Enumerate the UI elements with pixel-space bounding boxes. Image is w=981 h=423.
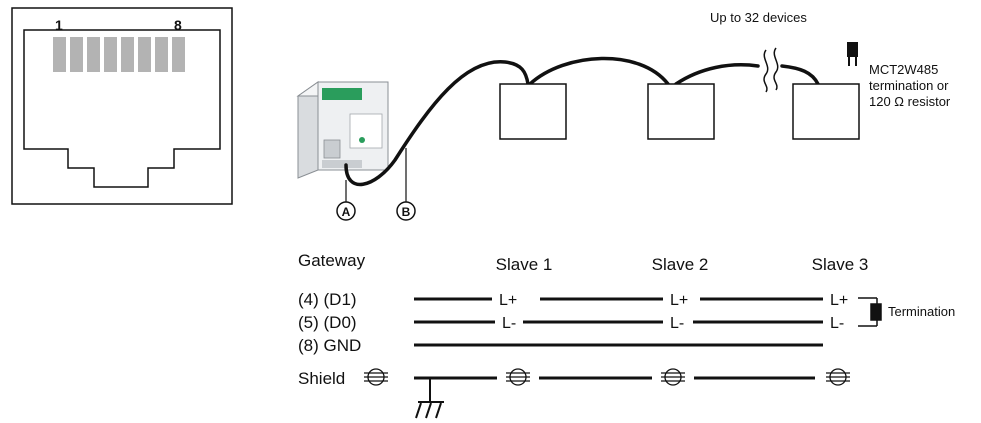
rj45-pin-label-last: 8 bbox=[174, 17, 182, 33]
ground-hatch bbox=[435, 402, 442, 419]
termination-resistor-body bbox=[870, 303, 882, 321]
callout-b-label: B bbox=[402, 205, 411, 219]
rj45-pin bbox=[70, 37, 83, 72]
callout-b: B bbox=[396, 148, 416, 221]
device-count-note: Up to 32 devices bbox=[710, 10, 807, 25]
slave-1-minus-terminal: L- bbox=[502, 315, 516, 332]
termination-note-line-2: termination or bbox=[869, 78, 949, 93]
callout-b-circle bbox=[396, 201, 416, 221]
line-label-shield: Shield bbox=[298, 369, 345, 388]
line-label-d0: (5) (D0) bbox=[298, 313, 357, 332]
slave-heading-1: Slave 1 bbox=[496, 255, 553, 274]
slave-box-3 bbox=[792, 83, 860, 140]
slave-heading-3: Slave 3 bbox=[812, 255, 869, 274]
gateway-heading: Gateway bbox=[298, 251, 366, 270]
slave-1-plus-terminal: L+ bbox=[499, 292, 517, 309]
termination-label: Termination bbox=[888, 304, 955, 319]
callout-a-circle bbox=[336, 201, 356, 221]
gateway-device-illustration bbox=[296, 81, 389, 179]
slave-3-minus-terminal: L- bbox=[830, 315, 844, 332]
cable-break-wave bbox=[763, 49, 769, 93]
cable-break-wave bbox=[773, 47, 779, 91]
slave-box-2 bbox=[647, 83, 715, 140]
cable-break-to-slave3 bbox=[780, 64, 820, 86]
slave-3-plus-terminal: L+ bbox=[830, 292, 848, 309]
rj45-pin bbox=[155, 37, 168, 72]
rj45-jack-outline bbox=[23, 29, 221, 188]
rj45-pins bbox=[53, 37, 185, 72]
cable-break-symbol bbox=[763, 47, 779, 93]
rj45-pin-label-first: 1 bbox=[55, 17, 63, 33]
callout-a-label: A bbox=[342, 205, 351, 219]
rj45-pin bbox=[87, 37, 100, 72]
shield-symbol-icon bbox=[506, 368, 530, 386]
rj45-pin bbox=[53, 37, 66, 72]
rj45-pin bbox=[104, 37, 117, 72]
callout-a: A bbox=[336, 180, 356, 221]
rj45-pin bbox=[172, 37, 185, 72]
line-label-gnd: (8) GND bbox=[298, 336, 361, 355]
slave-box-1 bbox=[499, 83, 567, 140]
shield-symbol-icon bbox=[661, 368, 685, 386]
rj45-connector: 1 8 bbox=[11, 7, 233, 205]
gateway-port bbox=[323, 139, 341, 159]
termination-plug-icon bbox=[847, 42, 858, 66]
daisy-chain-cable bbox=[344, 56, 820, 187]
gateway-terminal-block bbox=[322, 88, 362, 100]
slave-2-minus-terminal: L- bbox=[670, 315, 684, 332]
cable-slave1-to-slave2 bbox=[528, 56, 670, 86]
line-label-d1: (4) (D1) bbox=[298, 290, 357, 309]
termination-note-line-1: MCT2W485 bbox=[869, 62, 938, 77]
rj45-pin bbox=[138, 37, 151, 72]
earth-ground-icon bbox=[415, 378, 444, 419]
slave-heading-2: Slave 2 bbox=[652, 255, 709, 274]
shield-symbol-icon bbox=[826, 368, 850, 386]
termination-note-line-3: 120 Ω resistor bbox=[869, 94, 951, 109]
gateway-status-led bbox=[359, 137, 365, 143]
slave-2-plus-terminal: L+ bbox=[670, 292, 688, 309]
termination-plug-body bbox=[847, 42, 858, 57]
rj45-pin bbox=[121, 37, 134, 72]
gateway-label-panel bbox=[349, 113, 383, 149]
cable-gateway-to-slave1 bbox=[344, 60, 530, 187]
ground-hatch bbox=[415, 402, 422, 419]
cable-slave2-to-break bbox=[674, 63, 760, 86]
gateway-bottom-terminals bbox=[322, 160, 362, 168]
shield-symbol-icon bbox=[364, 368, 388, 386]
termination-resistor bbox=[858, 297, 882, 327]
ground-hatch bbox=[425, 402, 432, 419]
